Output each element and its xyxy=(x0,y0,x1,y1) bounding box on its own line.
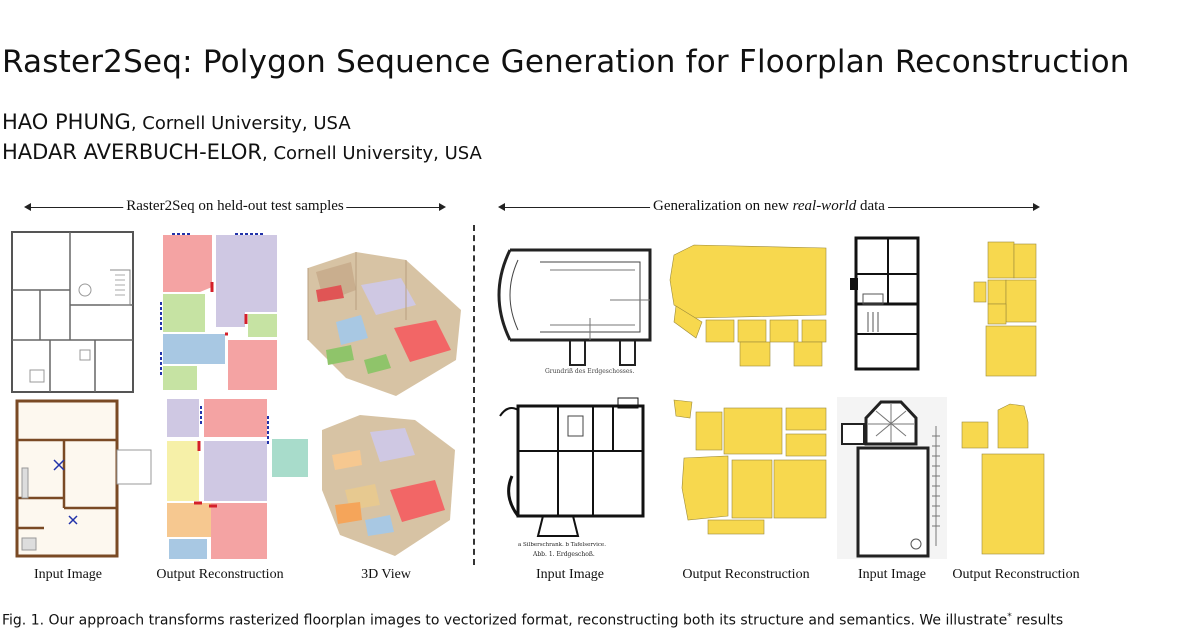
label-3d-view: 3D View xyxy=(361,567,411,582)
input-floorplan-2 xyxy=(14,398,154,560)
section-divider xyxy=(473,225,475,565)
left-section-label: Raster2Seq on held-out test samples xyxy=(123,198,347,215)
svg-text:a Silberschrank. b Tafelservic: a Silberschrank. b Tafelservice. xyxy=(518,542,606,548)
left-section-arrow: Raster2Seq on held-out test samples xyxy=(24,198,446,218)
output-reconstruction-realworld-2 xyxy=(970,240,1040,380)
figure-caption-prefix: Fig. 1. xyxy=(2,612,45,629)
output-reconstruction-realworld-4 xyxy=(958,402,1048,558)
label-output-reconstruction-3: Output Reconstruction xyxy=(952,567,1080,582)
right-section-arrow: Generalization on new real-world data xyxy=(498,198,1040,218)
label-input-image-3: Input Image xyxy=(857,567,927,582)
author-2: HADAR AVERBUCH-ELOR, Cornell University,… xyxy=(2,140,482,164)
output-reconstruction-realworld-1 xyxy=(666,240,832,370)
svg-text:Abb. 1. Erdgeschoß.: Abb. 1. Erdgeschoß. xyxy=(532,551,595,558)
figure-caption: Fig. 1. Our approach transforms rasteriz… xyxy=(2,612,1063,629)
svg-text:Grundriß des Erdgeschosses.: Grundriß des Erdgeschosses. xyxy=(545,368,634,375)
right-section-label: Generalization on new real-world data xyxy=(650,198,888,215)
author-1: HAO PHUNG, Cornell University, USA xyxy=(2,110,351,134)
input-floorplan-1 xyxy=(10,230,135,395)
input-image-realworld-3: a Silberschrank. b Tafelservice. Abb. 1.… xyxy=(498,396,648,564)
output-reconstruction-realworld-3 xyxy=(670,396,830,536)
label-input-image-2: Input Image xyxy=(535,567,605,582)
input-image-realworld-4 xyxy=(836,396,948,560)
paper-title: Raster2Seq: Polygon Sequence Generation … xyxy=(2,44,1130,80)
figure-caption-footnote-mark: * xyxy=(1007,612,1012,622)
figure-caption-tail: results xyxy=(1011,612,1064,629)
label-input-image-1: Input Image xyxy=(33,567,103,582)
input-image-realworld-2 xyxy=(848,234,928,374)
author-1-name: HAO PHUNG xyxy=(2,110,131,134)
label-output-reconstruction-1: Output Reconstruction xyxy=(156,567,284,582)
3d-view-2 xyxy=(320,410,460,560)
output-reconstruction-2 xyxy=(164,396,312,561)
label-output-reconstruction-2: Output Reconstruction xyxy=(682,567,810,582)
output-reconstruction-1 xyxy=(160,232,280,392)
author-2-affiliation: Cornell University, USA xyxy=(273,143,482,164)
input-image-realworld-1: Grundriß des Erdgeschosses. xyxy=(490,240,658,380)
3d-view-1 xyxy=(306,250,464,398)
figure-caption-text: Our approach transforms rasterized floor… xyxy=(44,612,1008,629)
author-2-name: HADAR AVERBUCH-ELOR xyxy=(2,140,262,164)
author-1-affiliation: Cornell University, USA xyxy=(142,113,351,134)
